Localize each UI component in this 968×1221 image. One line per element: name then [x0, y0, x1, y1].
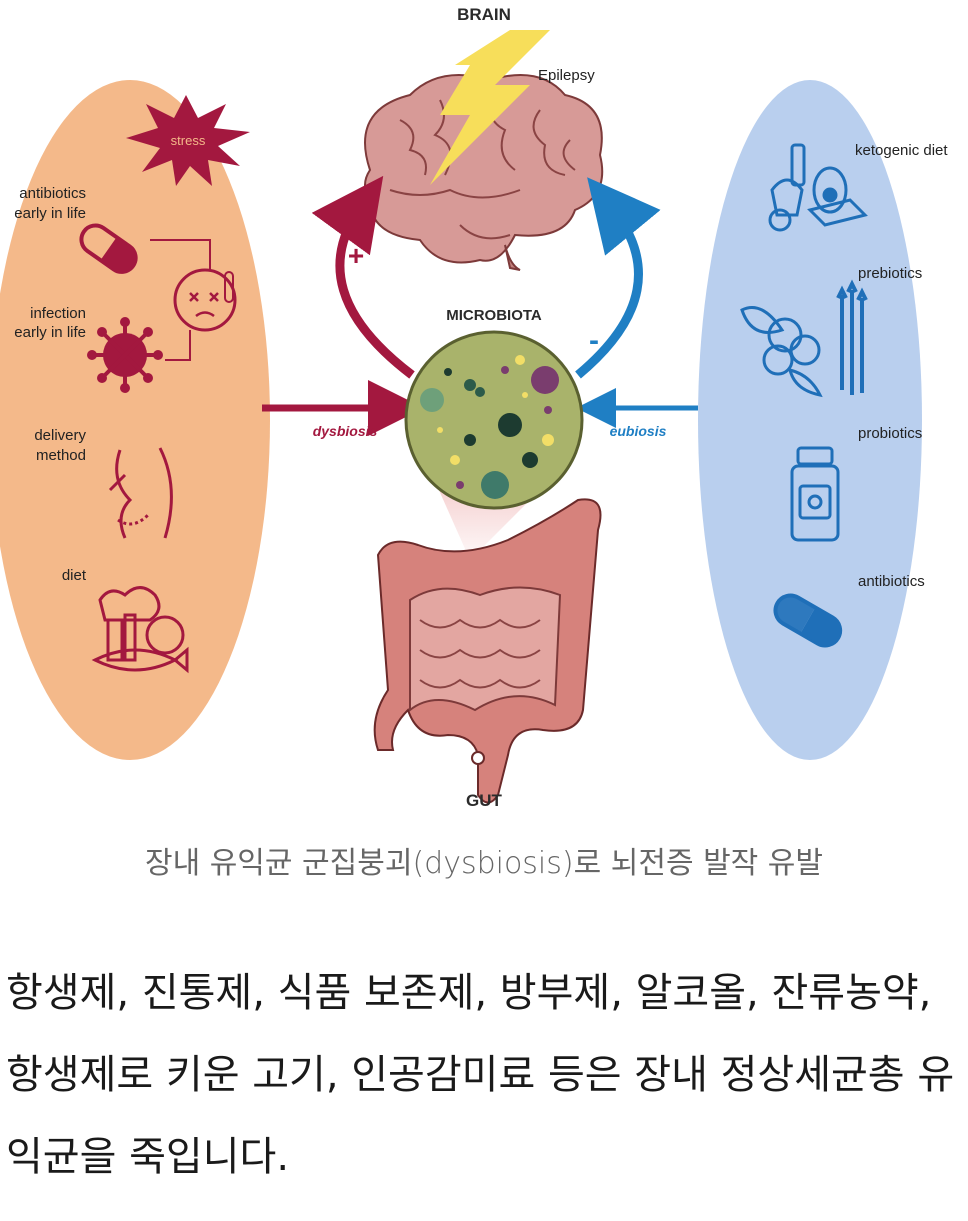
probiotics-label: probiotics: [858, 425, 922, 442]
eubiosis-factors-panel: [698, 80, 922, 760]
pill-bottle-icon: [790, 446, 840, 542]
gut-illustration: [373, 498, 602, 804]
delivery-label-line1: delivery: [34, 427, 86, 444]
berries-icon: [740, 306, 823, 398]
sick-baby-icon: [173, 268, 237, 332]
eubiosis-upward-arrow: [575, 177, 661, 379]
connector-line: [165, 330, 191, 361]
figure-caption: 장내 유익균 군집붕괴(dysbiosis)로 뇌전증 발작 유발: [144, 846, 824, 881]
microbiota-circle: [404, 330, 584, 510]
stress-label: stress: [171, 133, 206, 148]
epilepsy-label: Epilepsy: [538, 67, 595, 84]
antibiotics-early-label-line1: antibiotics: [19, 185, 86, 202]
capsule-icon: [79, 223, 138, 274]
antibiotics-early-label-line2: early in life: [14, 205, 86, 222]
microbiota-title: MICROBIOTA: [446, 307, 542, 324]
ketogenic-food-icon: [768, 143, 868, 232]
lightning-bolt-icon: [430, 30, 550, 185]
pregnant-body-icon: [108, 447, 173, 539]
dysbiosis-upward-arrow: [311, 175, 415, 379]
dysbiosis-label: dysbiosis: [313, 423, 378, 439]
antibiotics-label: antibiotics: [858, 573, 925, 590]
capsule-blue-icon: [773, 593, 843, 648]
eubiosis-label: eubiosis: [610, 423, 667, 439]
dysbiosis-factors-panel: [0, 80, 270, 760]
body-paragraph: 항생제, 진통제, 식품 보존제, 방부제, 알코올, 잔류농약, 항생제로 키…: [6, 970, 955, 1180]
food-icon: [91, 586, 189, 674]
diet-label: diet: [62, 567, 87, 584]
delivery-label-line2: method: [36, 447, 86, 464]
stress-icon: stress: [126, 95, 250, 186]
minus-sign: -: [589, 324, 599, 357]
infection-label-line2: early in life: [14, 324, 86, 341]
plus-sign: +: [348, 240, 364, 271]
connector-line: [150, 239, 211, 270]
gut-title: GUT: [466, 791, 503, 810]
brain-title: BRAIN: [457, 5, 511, 24]
prebiotics-label: prebiotics: [858, 265, 922, 282]
gut-brain-diagram: stress antibiotics early in life infecti…: [0, 5, 948, 810]
virus-icon: [87, 317, 163, 393]
infection-label-line1: infection: [30, 305, 86, 322]
ketogenic-diet-label: ketogenic diet: [855, 142, 948, 159]
asparagus-icon: [836, 279, 868, 395]
